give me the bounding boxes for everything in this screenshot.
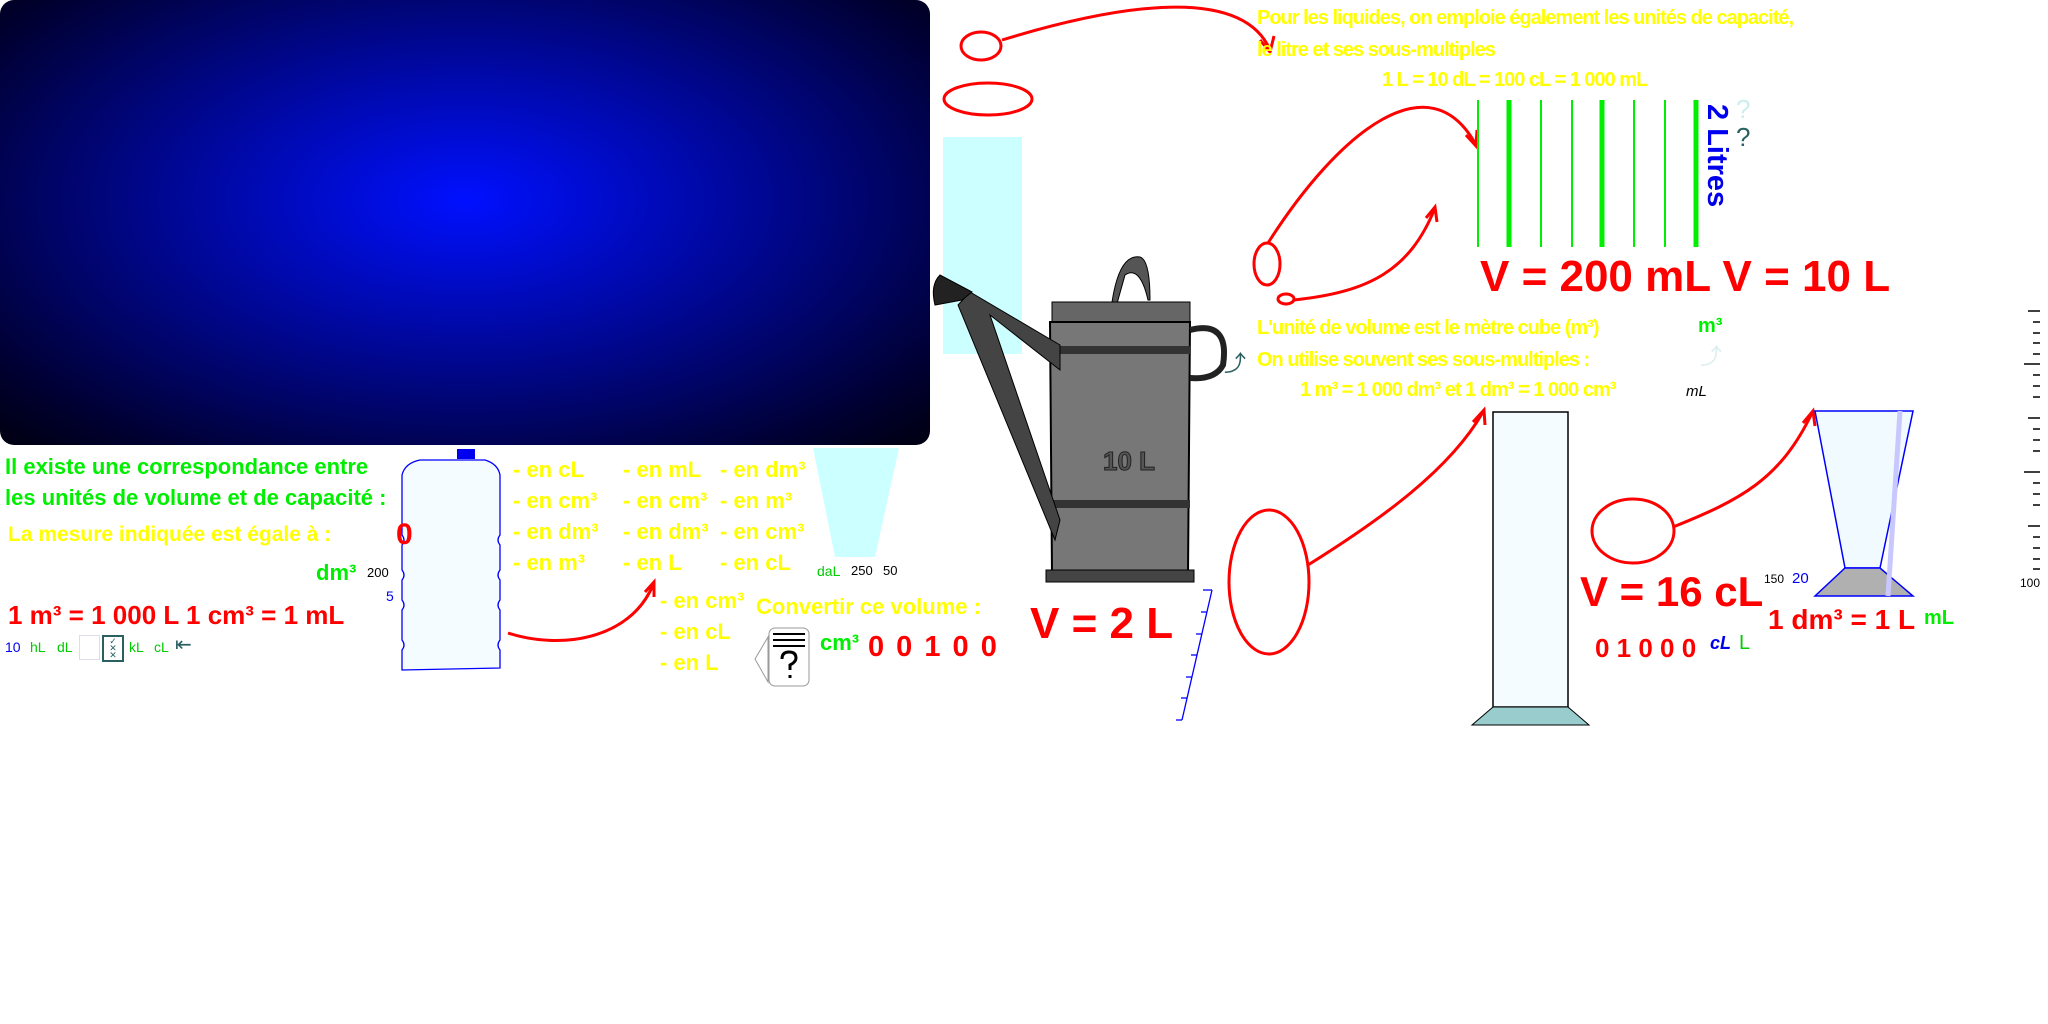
liquids-line2: le litre et ses sous-multiples: [1257, 39, 1496, 61]
question-icon[interactable]: ?: [1736, 122, 1751, 152]
help-document-icon[interactable]: [752, 627, 812, 687]
graduated-cylinder: [1470, 411, 1591, 726]
red-ellipse: [1590, 497, 1676, 565]
conversion-item[interactable]: - en cL: [660, 619, 731, 644]
toolbar-kL[interactable]: kL: [129, 639, 144, 655]
volume-unit-line1: L'unité de volume est le mètre cube (m³): [1257, 317, 1600, 339]
question-icon-faded[interactable]: ?: [1736, 94, 1751, 124]
unit-m3: m³: [1698, 315, 1723, 337]
red-ellipse: [959, 30, 1003, 62]
cyan-glass: [813, 448, 899, 557]
conversion-item[interactable]: - en cm³: [623, 488, 708, 513]
slanted-ruler: [1176, 589, 1213, 721]
scale-label-20: 20: [1792, 570, 1809, 587]
tick-label-5: 5: [386, 588, 394, 604]
conversion-item[interactable]: - en cL: [720, 550, 791, 575]
conversion-item[interactable]: - en cm³: [513, 488, 598, 513]
measure-label: La mesure indiquée est égale à :: [8, 523, 332, 546]
intro-line1: Il existe une correspondance entre: [5, 454, 369, 479]
red-arrow: [1672, 412, 1814, 529]
toolbar-hL[interactable]: hL: [30, 639, 46, 655]
conversion-item[interactable]: - en m³: [513, 550, 586, 575]
unit-mL-italic: mL: [1686, 383, 1707, 400]
beaker: [1813, 410, 1916, 597]
conversion-column-1: - en cL - en cm³ - en dm³ - en m³: [513, 454, 599, 578]
conversion-item[interactable]: - en cm³: [720, 519, 805, 544]
conversion-item[interactable]: - en cL: [513, 457, 584, 482]
conversion-item[interactable]: - en dm³: [720, 457, 806, 482]
conversion-item[interactable]: - en mL: [623, 457, 702, 482]
intro-line2: les unités de volume et de capacité :: [5, 485, 387, 510]
watering-can-image: [932, 256, 1227, 583]
checklist-icon[interactable]: ✓✕✕: [102, 635, 124, 662]
equivalence-text: 1 m³ = 1 000 L 1 cm³ = 1 mL: [8, 600, 345, 630]
volume-unit-line3: 1 m³ = 1 000 dm³ et 1 dm³ = 1 000 cm³: [1300, 379, 1616, 401]
bars-label: 2 Litres: [1701, 104, 1733, 208]
red-arrow: [1307, 411, 1485, 567]
ruler-ticks: [2024, 310, 2040, 570]
conversion-column-3: - en dm³ - en m³ - en cm³ - en cL: [720, 454, 806, 578]
convert-digits[interactable]: 0 0 1 0 0: [868, 631, 999, 663]
scale-label-100: 100: [2020, 576, 2041, 590]
red-arrow: [1001, 5, 1272, 51]
graph-icon[interactable]: ⤴: [1224, 351, 1247, 376]
scale-label-250: 250: [851, 563, 873, 578]
unit-cL[interactable]: cL: [1710, 633, 1732, 653]
red-arrow: [1266, 105, 1478, 244]
convert-label: Convertir ce volume :: [756, 594, 981, 619]
conversion-item[interactable]: - en L: [623, 550, 682, 575]
cl-digits[interactable]: 0 1 0 0 0: [1595, 633, 1697, 663]
unit-L[interactable]: L: [1739, 632, 1751, 654]
conversion-item[interactable]: - en m³: [720, 488, 793, 513]
red-ellipse: [1276, 292, 1296, 306]
scale-label-daL: daL: [817, 563, 841, 579]
conversion-item[interactable]: - en dm³: [623, 519, 709, 544]
bottle: [401, 449, 501, 671]
red-arrow: [507, 584, 655, 643]
checklist-icon-faded[interactable]: [79, 635, 100, 660]
graph-icon-faded[interactable]: ⤴: [1700, 344, 1723, 369]
exit-icon[interactable]: ⇤: [175, 634, 192, 656]
toolbar-cL[interactable]: cL: [154, 639, 169, 655]
cl-volume: V = 16 cL: [1580, 568, 1764, 615]
conversion-column-4: - en cm³ - en cL - en L: [660, 585, 744, 678]
video-panel: [0, 0, 930, 445]
liquids-line1: Pour les liquides, on emploie également …: [1257, 7, 1794, 29]
red-ellipse: [1227, 508, 1311, 656]
conversion-item[interactable]: - en cm³: [660, 588, 745, 613]
toolbar-dL[interactable]: dL: [57, 639, 73, 655]
red-ellipse: [1252, 241, 1282, 287]
red-ellipse: [942, 81, 1034, 117]
watering-can-label: 10 L: [1102, 446, 1156, 477]
scale-label-150: 150: [1764, 572, 1785, 586]
conversion-item[interactable]: - en dm³: [513, 519, 599, 544]
volumes-top: V = 200 mL V = 10 L: [1480, 252, 1891, 301]
unit-mL[interactable]: mL: [1924, 607, 1954, 629]
tick-label-200: 200: [367, 565, 389, 580]
liquids-line3: 1 L = 10 dL = 100 cL = 1 000 mL: [1382, 69, 1648, 91]
convert-unit: cm³: [820, 630, 860, 655]
conversion-item[interactable]: - en L: [660, 650, 719, 675]
measure-value: 0: [396, 518, 413, 551]
volume-unit-line2: On utilise souvent ses sous-multiples :: [1257, 349, 1590, 371]
convert-volume: V = 2 L: [1030, 599, 1174, 648]
scale-label-50: 50: [883, 563, 898, 578]
conversion-column-2: - en mL - en cm³ - en dm³ - en L: [623, 454, 709, 578]
measure-unit: dm³: [316, 560, 357, 585]
dm3-equivalence: 1 dm³ = 1 L: [1768, 604, 1916, 635]
toolbar-10[interactable]: 10: [5, 639, 21, 655]
red-arrow: [1293, 207, 1437, 302]
